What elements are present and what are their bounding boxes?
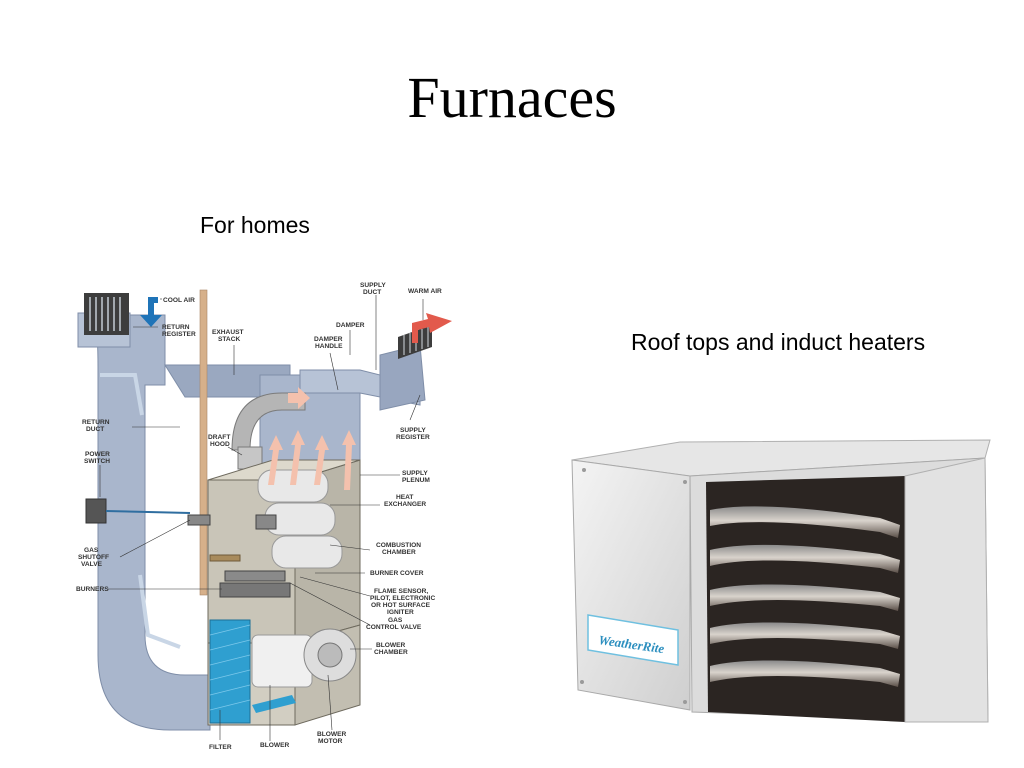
gas-shutoff-valve-body [187, 514, 211, 526]
label-blower-chamber-2: CHAMBER [374, 649, 408, 656]
caption-roof-tops: Roof tops and induct heaters [631, 329, 926, 355]
label-damper: DAMPER [336, 322, 365, 329]
label-flame-sensor-2: PILOT, ELECTRONIC [370, 595, 435, 602]
label-blower-chamber-1: BLOWER [376, 642, 406, 649]
label-flame-sensor-3: OR HOT SURFACE [371, 602, 431, 609]
label-supply-register-2: REGISTER [396, 434, 430, 441]
brand-badge: WeatherRite [587, 614, 679, 666]
unit-heater-image: WeatherRite [571, 439, 991, 723]
label-gas-shutoff-1: GAS [84, 547, 99, 554]
label-supply-register-1: SUPPLY [400, 427, 426, 434]
label-return-duct-2: DUCT [86, 426, 104, 433]
label-filter: FILTER [209, 744, 232, 751]
label-return-duct-1: RETURN [82, 419, 110, 426]
heat-exchanger [257, 469, 343, 569]
label-gas-shutoff-2: SHUTOFF [78, 554, 109, 561]
return-flow-arrows [100, 373, 181, 649]
label-burner-cover: BURNER COVER [370, 570, 424, 577]
blower [251, 628, 357, 713]
label-warm-air: WARM AIR [408, 288, 442, 295]
label-blower-motor-1: BLOWER [317, 731, 347, 738]
label-heat-exchanger-1: HEAT [396, 494, 413, 501]
label-combustion-chamber-2: CHAMBER [382, 549, 416, 556]
heat-exchanger-tubes [710, 506, 900, 687]
label-combustion-chamber-1: COMBUSTION [376, 542, 421, 549]
burner-assembly [187, 514, 291, 598]
label-cool-air: COOL AIR [163, 297, 195, 304]
label-exhaust-stack-1: EXHAUST [212, 329, 244, 336]
filter [209, 619, 251, 724]
exhaust-stack [199, 289, 208, 596]
label-supply-plenum-1: SUPPLY [402, 470, 428, 477]
warm-air-arrow [412, 313, 452, 343]
furnace-diagram: COOL AIR RETURN REGISTER EXHAUST STACK S… [76, 282, 452, 751]
label-heat-exchanger-2: EXCHANGER [384, 501, 426, 508]
label-blower: BLOWER [260, 742, 290, 749]
label-draft-hood-2: HOOD [210, 441, 230, 448]
label-gas-control-valve-2: CONTROL VALVE [366, 624, 422, 631]
caption-for-homes: For homes [200, 212, 310, 238]
label-draft-hood-1: DRAFT [208, 434, 230, 441]
label-burners: BURNERS [76, 586, 109, 593]
label-damper-handle-2: HANDLE [315, 343, 343, 350]
cool-air-arrow [140, 297, 162, 327]
heater-side-panel [571, 459, 691, 711]
label-exhaust-stack-2: STACK [218, 336, 240, 343]
label-power-switch-1: POWER [85, 451, 110, 458]
heat-rising-arrows [268, 387, 356, 490]
label-supply-plenum-2: PLENUM [402, 477, 430, 484]
label-gas-shutoff-3: VALVE [81, 561, 103, 568]
label-power-switch-2: SWITCH [84, 458, 110, 465]
label-return-register-1: RETURN [162, 324, 190, 331]
label-blower-motor-2: MOTOR [318, 738, 343, 745]
slide-title: Furnaces [407, 65, 617, 130]
label-supply-duct-1: SUPPLY [360, 282, 386, 289]
label-supply-duct-2: DUCT [363, 289, 381, 296]
label-return-register-2: REGISTER [162, 331, 196, 338]
label-gas-control-valve-1: GAS [388, 617, 403, 624]
return-register-grille [84, 293, 129, 335]
label-flame-sensor-1: FLAME SENSOR, [374, 588, 428, 595]
label-flame-sensor-4: IGNITER [387, 609, 414, 616]
power-switch [85, 498, 107, 524]
label-damper-handle-1: DAMPER [314, 336, 343, 343]
